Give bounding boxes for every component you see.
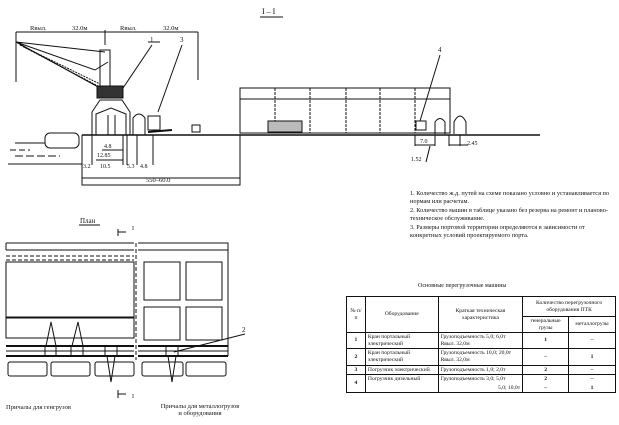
header-qty: Количество перегрузочного оборудования П… <box>522 296 616 317</box>
plan-right-block <box>135 242 229 360</box>
cell-spec: 5,0; 10,0т <box>437 383 524 394</box>
cell-metal: – <box>568 374 616 384</box>
plan-left-block <box>5 242 135 357</box>
cell-spec: Грузоподъемность 3,0; 5,0т <box>437 374 524 384</box>
section-title: I – I <box>262 7 276 16</box>
reach-label-right: Rвыл. <box>120 25 137 32</box>
note-1: 1. Количество ж.д. путей на схеме показа… <box>410 190 610 205</box>
warehouse <box>239 87 451 134</box>
cell-metal: 1 <box>568 348 616 366</box>
cut-mark-bottom <box>117 390 126 398</box>
callout-3-leader <box>157 44 183 113</box>
equipment-table: № п/п Оборудование Краткая техническая х… <box>346 295 616 394</box>
dim-5-3: 5.3 <box>127 164 135 170</box>
dim-12-85: 12.85 <box>97 153 111 159</box>
plan-cranes <box>44 321 179 383</box>
cell-spec: Грузоподъемность 1,0; 2,0т <box>437 364 524 376</box>
cell-equipment: Погрузчик электрический <box>364 364 439 376</box>
caption-metal-cargo-berths: Причалы для металлогрузов и оборудования <box>140 403 260 417</box>
table-row: 5,0; 10,0т – 1 <box>347 383 616 394</box>
berth-boxes <box>7 361 227 377</box>
cell-equipment: Погрузчик дизельный <box>364 374 439 394</box>
caption-metal-line1: Причалы для металлогрузов <box>160 403 240 410</box>
header-spec: Краткая техническая характеристика <box>437 295 524 334</box>
table-row: 1 Кран портальный электрический Грузопод… <box>346 332 616 350</box>
plan-title: План <box>80 217 96 225</box>
callout-2-leader <box>173 333 246 353</box>
cell-metal: 1 <box>568 383 616 394</box>
dim-2-45: 2.45 <box>467 141 478 147</box>
table-row: 4 Погрузчик дизельный Грузоподъемность 3… <box>346 374 616 394</box>
header-num: № п/п <box>346 295 366 334</box>
reach-value-right: 32.0м <box>163 25 179 32</box>
cell-num: 2 <box>346 348 366 366</box>
note-3: 3. Размеры портовой территории определяю… <box>410 224 585 239</box>
callout-4: 4 <box>438 46 442 54</box>
cell-general: 2 <box>522 364 570 376</box>
cut-mark-top <box>117 229 126 236</box>
quay-wall <box>81 135 241 186</box>
header-general: генеральные грузы <box>522 315 570 334</box>
small-loader <box>191 124 201 133</box>
cell-equipment: Кран портальный электрический <box>364 332 439 350</box>
cell-spec: Грузоподъемность 10,0; 20,0т Rвыл. 32,0м <box>437 348 524 366</box>
cell-general: 2 <box>522 374 570 384</box>
portal-crane <box>15 41 131 135</box>
cell-num: 3 <box>346 364 366 376</box>
cut-mark-bottom-label: I <box>132 394 134 400</box>
table-row: 2 Кран портальный электрический Грузопод… <box>346 348 616 366</box>
cell-num: 1 <box>346 332 366 350</box>
callout-2: 2 <box>242 326 246 334</box>
reach-value-left: 32.0м <box>72 25 88 32</box>
crane-reach-dimension <box>15 30 199 82</box>
callout-4-leader <box>419 54 441 122</box>
caption-metal-line2: и оборудования <box>178 410 222 417</box>
cell-spec: Грузоподъемность 5,0; 6,0т Rвыл. 32,0м <box>437 332 524 350</box>
table-title: Основные перегрузочные машины <box>418 283 507 289</box>
header-equipment: Оборудование <box>364 295 439 334</box>
loader-forks <box>147 129 173 133</box>
cell-general: – <box>522 383 570 394</box>
table-row: 3 Погрузчик электрический Грузоподъемнос… <box>346 364 616 376</box>
callout-1-leader <box>122 44 153 89</box>
loader <box>147 115 161 131</box>
rail-wagon <box>132 113 146 135</box>
cell-num: 4 <box>346 374 366 394</box>
dim-1-52: 1.52 <box>411 157 422 163</box>
right-dims <box>414 135 468 163</box>
notes: 1. Количество ж.д. путей на схеме показа… <box>410 190 615 242</box>
note-2: 2. Количество машин в таблице указано бе… <box>410 207 608 222</box>
quay-dims <box>91 135 154 165</box>
caption-general-cargo-berths: Причалы для генгрузов <box>6 404 71 411</box>
cell-equipment: Кран портальный электрический <box>364 348 439 366</box>
cell-metal: – <box>568 364 616 376</box>
cell-general: 1 <box>522 332 570 350</box>
dim-3-2: 3.2 <box>83 164 91 170</box>
callout-3: 3 <box>180 36 184 44</box>
header-metal: металлогрузы <box>568 315 616 334</box>
callout-1: 1 <box>150 36 154 44</box>
water-with-vessel <box>8 132 82 165</box>
rail-wagons-right <box>434 115 467 134</box>
cut-mark-top-label: I <box>132 226 134 232</box>
dim-10-5: 10.5 <box>100 164 111 170</box>
cell-general: – <box>522 348 570 366</box>
reach-label-left: Rвыл. <box>30 25 47 32</box>
dim-total: 550–60.0 <box>146 177 170 184</box>
dim-4-8b: 4.8 <box>140 164 148 170</box>
dim-4-8: 4.8 <box>104 144 112 150</box>
dim-7-0: 7.0 <box>420 139 428 145</box>
cell-metal: – <box>568 332 616 350</box>
